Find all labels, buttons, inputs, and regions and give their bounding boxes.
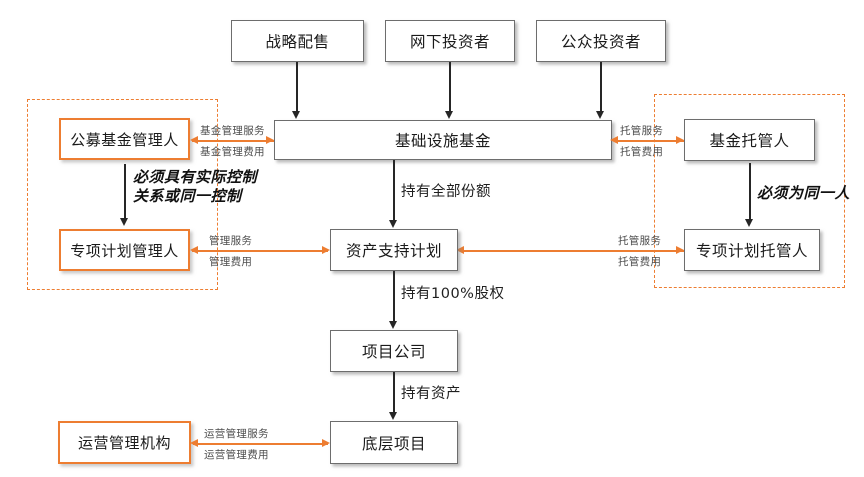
node-project-company[interactable]: 项目公司: [330, 330, 458, 372]
label-hold-assets: 持有资产: [401, 386, 461, 402]
node-infrastructure-fund[interactable]: 基础设施基金: [274, 120, 612, 160]
connector-plan-trustee-asset-plan: [460, 250, 684, 252]
node-asset-support-plan-label: 资产支持计划: [345, 242, 442, 260]
connector-operation-manager-underlying: [193, 443, 328, 445]
arrowhead-to-infrastructure-fund-right: [610, 136, 618, 144]
label-operation-fee: 运营管理费用: [204, 449, 269, 461]
note-left-line1: 必须具有实际控制: [133, 168, 258, 186]
node-public-investors-label: 公众投资者: [560, 33, 641, 51]
arrowhead-to-plan-manager-orange: [190, 246, 198, 254]
label-custody-fee-bottom: 托管费用: [618, 256, 662, 268]
connector-offline-to-fund: [449, 62, 451, 112]
manager-group-container: [27, 99, 218, 290]
arrowhead-to-fund-trustee: [676, 136, 684, 144]
node-special-plan-trustee[interactable]: 专项计划托管人: [684, 229, 820, 271]
node-public-fund-manager[interactable]: 公募基金管理人: [59, 118, 190, 160]
connector-public-to-fund: [600, 62, 602, 112]
label-hold-all-shares: 持有全部份额: [401, 184, 491, 200]
node-fund-trustee[interactable]: 基金托管人: [684, 119, 815, 161]
node-infrastructure-fund-label: 基础设施基金: [394, 132, 491, 150]
arrowhead-to-asset-plan-right: [456, 246, 464, 254]
trustee-group-container: [654, 94, 845, 288]
label-custody-fee-top: 托管费用: [620, 146, 664, 158]
arrowhead-strategic-to-fund: [292, 111, 300, 119]
arrowhead-to-underlying-project: [389, 412, 397, 420]
label-custody-service-bottom: 托管服务: [618, 235, 662, 247]
node-fund-trustee-label: 基金托管人: [709, 132, 790, 150]
node-strategic-placement-label: 战略配售: [265, 33, 330, 51]
node-project-company-label: 项目公司: [361, 343, 426, 361]
label-fund-mgmt-service: 基金管理服务: [200, 125, 265, 137]
arrowhead-to-infrastructure-fund-left: [266, 136, 274, 144]
node-special-plan-manager-label: 专项计划管理人: [70, 241, 179, 260]
note-right-same-person: 必须为同一人: [757, 184, 851, 202]
connector-fund-manager-to-plan-manager: [124, 164, 126, 219]
node-offline-investors[interactable]: 网下投资者: [385, 20, 515, 62]
arrowhead-to-plan-trustee-orange: [676, 246, 684, 254]
node-offline-investors-label: 网下投资者: [409, 33, 490, 51]
arrowhead-to-asset-plan-left: [322, 246, 330, 254]
label-operation-service: 运营管理服务: [204, 428, 269, 440]
arrowhead-to-fund-manager: [190, 136, 198, 144]
arrowhead-public-to-fund: [596, 111, 604, 119]
connector-asset-plan-to-project-company: [393, 271, 395, 322]
note-left-line2: 关系或同一控制: [133, 187, 242, 205]
node-underlying-project-label: 底层项目: [361, 434, 426, 453]
connector-fund-to-asset-plan: [393, 160, 395, 221]
connector-plan-manager-asset-plan: [192, 250, 328, 252]
node-operation-manager-label: 运营管理机构: [77, 434, 171, 452]
node-asset-support-plan[interactable]: 资产支持计划: [330, 229, 458, 271]
arrowhead-to-plan-trustee: [745, 219, 753, 227]
connector-fund-manager-fund: [192, 140, 274, 142]
label-mgmt-service: 管理服务: [209, 235, 253, 247]
label-hold-100-equity: 持有100%股权: [401, 286, 505, 302]
connector-fund-trustee-to-plan-trustee: [749, 163, 751, 220]
arrowhead-offline-to-fund: [445, 111, 453, 119]
node-strategic-placement[interactable]: 战略配售: [231, 20, 364, 62]
node-operation-manager[interactable]: 运营管理机构: [58, 421, 191, 464]
label-custody-service-top: 托管服务: [620, 125, 664, 137]
node-special-plan-trustee-label: 专项计划托管人: [695, 242, 808, 260]
arrowhead-to-project-company: [389, 321, 397, 329]
note-left-control-relationship: 必须具有实际控制 关系或同一控制: [133, 168, 257, 206]
label-fund-mgmt-fee: 基金管理费用: [200, 146, 265, 158]
arrowhead-to-asset-plan: [389, 220, 397, 228]
arrowhead-to-operation-manager: [190, 439, 198, 447]
connector-fund-trustee-fund: [614, 140, 684, 142]
node-public-investors[interactable]: 公众投资者: [536, 20, 666, 62]
arrowhead-to-plan-manager: [120, 218, 128, 226]
connector-project-company-to-underlying: [393, 372, 395, 413]
node-special-plan-manager[interactable]: 专项计划管理人: [59, 229, 190, 271]
connector-strategic-to-fund: [296, 62, 298, 112]
label-mgmt-fee: 管理费用: [209, 256, 253, 268]
node-public-fund-manager-label: 公募基金管理人: [70, 130, 179, 149]
node-underlying-project[interactable]: 底层项目: [330, 421, 458, 464]
arrowhead-to-underlying-project-orange: [322, 439, 330, 447]
